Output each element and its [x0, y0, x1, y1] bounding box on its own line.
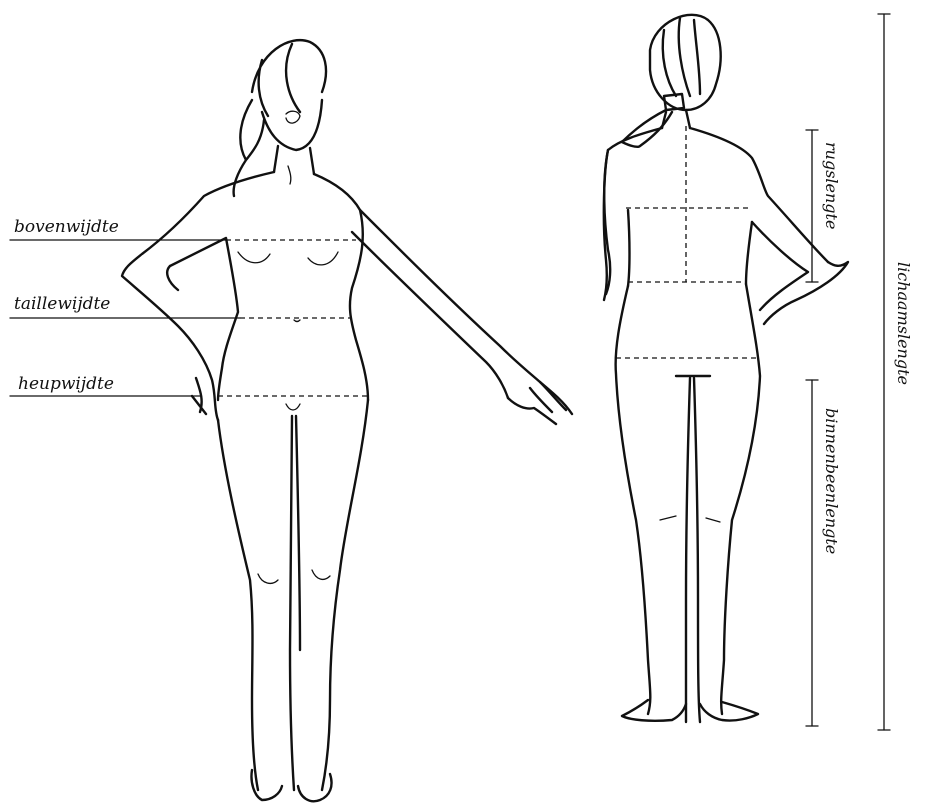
front-right-hand	[508, 382, 566, 424]
front-hair	[234, 40, 326, 196]
body-length-bracket	[878, 14, 890, 730]
back-torso	[604, 128, 828, 294]
label-bovenwijdte: bovenwijdte	[14, 217, 119, 237]
back-feet	[622, 700, 758, 721]
back-measurement-lines	[616, 126, 758, 358]
back-length-bracket	[806, 130, 818, 282]
front-left-hand	[167, 266, 206, 414]
back-left-arm	[604, 150, 630, 300]
front-legs	[218, 400, 368, 790]
label-binnenbeenlengte: binnenbeenlengte	[822, 408, 841, 554]
front-face	[262, 100, 322, 150]
front-right-arm	[352, 210, 572, 414]
label-lichaamslengte: lichaamslengte	[894, 262, 913, 385]
back-inner-legs	[676, 376, 710, 722]
front-leader-lines	[10, 240, 240, 396]
front-feet	[251, 770, 331, 801]
inseam-bracket	[806, 380, 818, 726]
front-bust	[238, 252, 338, 265]
back-hair	[650, 15, 721, 110]
front-torso-right	[314, 174, 368, 400]
front-left-arm-inner	[170, 238, 238, 400]
front-mouth	[286, 111, 300, 123]
label-taillewijdte: taillewijdte	[14, 294, 110, 314]
label-rugslengte: rugslengte	[822, 142, 841, 229]
back-right-arm	[752, 222, 848, 324]
front-figure	[122, 40, 572, 801]
label-heupwijdte: heupwijdte	[18, 374, 114, 394]
